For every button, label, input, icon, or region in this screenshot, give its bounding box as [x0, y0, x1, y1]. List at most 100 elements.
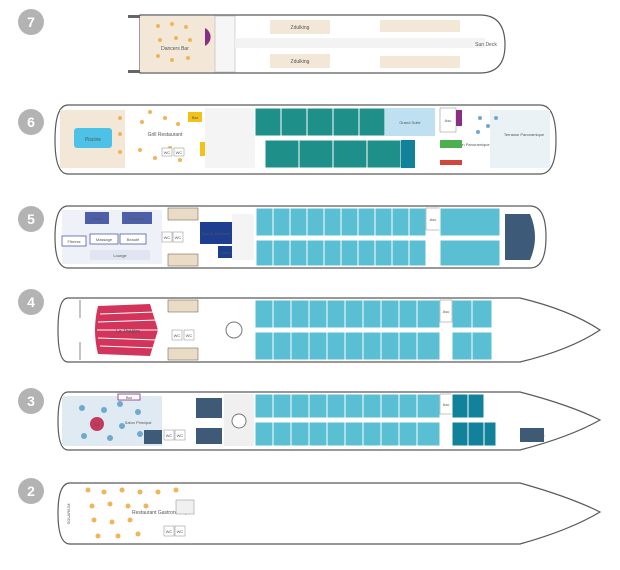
- cabin-row-bottom: [264, 139, 402, 169]
- deck-number-badge: [18, 388, 44, 414]
- pool-label: Piscine: [85, 137, 101, 143]
- bar-label: Bar: [126, 395, 133, 400]
- panoramic-terrace: [490, 110, 550, 168]
- stairwell-bottom: [167, 253, 199, 267]
- spa-label: Spa & Wellness: [202, 231, 230, 236]
- room-5: [61, 235, 87, 247]
- upper-station: [270, 20, 330, 34]
- lift-label: Asc: [443, 402, 450, 407]
- room-3-label: Massage: [96, 237, 113, 242]
- wc-box: [174, 525, 186, 537]
- suite-label: Grand Suite: [399, 120, 421, 125]
- deck-number-badge: [18, 109, 44, 135]
- wc-box: [183, 329, 195, 341]
- lower-station-label: Zdulking: [291, 59, 310, 65]
- library: [196, 428, 222, 444]
- atrium-stair: [231, 413, 247, 429]
- cabin-dividers: [272, 300, 473, 360]
- library-label: Bibliothèque: [199, 435, 218, 439]
- wc-box: [161, 231, 173, 243]
- restaurant-label: Restaurant Gastronomique: [132, 510, 192, 516]
- spa: [200, 222, 232, 244]
- deck-4[interactable]: 4 Le Théâtre WC WC: [18, 289, 602, 363]
- deck-7[interactable]: 7 Dancers Bar Zdulking Zdulking Sun Deck: [18, 9, 506, 74]
- deck-6[interactable]: 6 Piscine Grill Restaurant Bar WC WC: [18, 104, 557, 175]
- stair-hall: [205, 108, 255, 168]
- terrace-seats: [476, 116, 498, 134]
- reception: [196, 398, 222, 418]
- stairwell-top: [167, 207, 199, 221]
- wc-label: WC: [176, 150, 183, 155]
- wc-label: WC: [166, 433, 173, 438]
- lounge-area: [90, 250, 150, 260]
- sundeck-area: [380, 20, 460, 32]
- grill-label: Grill Restaurant: [148, 132, 183, 138]
- dark-cabin: [401, 140, 415, 168]
- deck-number: 3: [27, 393, 35, 409]
- upper-station-label: Zdulking: [291, 25, 310, 31]
- fwd-cabins-top: [439, 207, 501, 237]
- cabin-dividers: [272, 394, 418, 446]
- wc-label: WC: [175, 235, 182, 240]
- stern-label: SOLARIUM: [66, 504, 71, 525]
- room-5-label: Fitness: [68, 239, 81, 244]
- stern-rail: [128, 70, 140, 73]
- lift-label: Asc: [443, 309, 450, 314]
- service-medical: [520, 428, 544, 442]
- panoramic-bar: [456, 110, 462, 126]
- deck-number: 7: [27, 14, 35, 30]
- lower-station: [270, 54, 330, 68]
- aft-sundeck-area: [140, 16, 215, 72]
- stairwell-top: [167, 299, 199, 313]
- wc-box: [172, 231, 184, 243]
- sundeck-label: Sun Deck: [475, 42, 497, 48]
- lounge-label: Salon Principal: [125, 420, 152, 425]
- bar-counter: [117, 393, 141, 401]
- pool: [74, 128, 112, 148]
- reception-label: Réception: [200, 406, 218, 411]
- dj-booth: [90, 417, 104, 431]
- deck-number: 5: [27, 211, 35, 227]
- wc-label: WC: [177, 433, 184, 438]
- seating-stars: [156, 22, 192, 62]
- dark-cabins: [451, 393, 497, 447]
- wc-box: [163, 525, 175, 537]
- room-4-label: Beauté: [127, 237, 140, 242]
- stair-hall: [232, 214, 254, 260]
- cabin-dividers: [272, 208, 410, 266]
- deck-3[interactable]: 3 DJ Bar Salon Principal WC WC Réception…: [18, 388, 602, 451]
- deck-2-outline: [57, 482, 602, 545]
- room-1: [85, 212, 109, 224]
- stairwell: [214, 15, 236, 73]
- terrace-label: Terrasse Panoramique: [504, 132, 545, 137]
- wc-label: WC: [186, 333, 193, 338]
- deck-2[interactable]: 2 SOLARIUM Restaurant Gastronomique WC W…: [18, 478, 602, 545]
- green-block: [440, 140, 462, 148]
- wc-box: [163, 429, 175, 441]
- wc-label: WC: [174, 333, 181, 338]
- service-label: Service Médical: [520, 434, 545, 438]
- wc-label: WC: [177, 529, 184, 534]
- stern-rail: [128, 15, 140, 18]
- wc-label: WC: [166, 529, 173, 534]
- lounge-seats: [79, 401, 143, 441]
- red-block: [440, 160, 462, 165]
- room-4: [119, 233, 147, 245]
- room-1-label: Salon: [92, 216, 102, 221]
- wc-box: [173, 147, 185, 157]
- room-2: [122, 212, 152, 224]
- promenade: [235, 38, 485, 48]
- deck-5[interactable]: 5 Salon Boutique Massage Beauté Fitness …: [18, 205, 547, 269]
- deck-number-badge: [18, 289, 44, 315]
- atrium-stair: [225, 321, 243, 339]
- wc-label: WC: [164, 150, 171, 155]
- lift-label: Asc: [445, 118, 452, 123]
- grand-suite: [385, 108, 435, 136]
- deck-number: 4: [27, 294, 35, 310]
- room-3: [89, 233, 119, 245]
- bar-label: Bar: [192, 115, 199, 120]
- deck-number: 6: [27, 114, 35, 130]
- room-2-label: Boutique: [129, 216, 146, 221]
